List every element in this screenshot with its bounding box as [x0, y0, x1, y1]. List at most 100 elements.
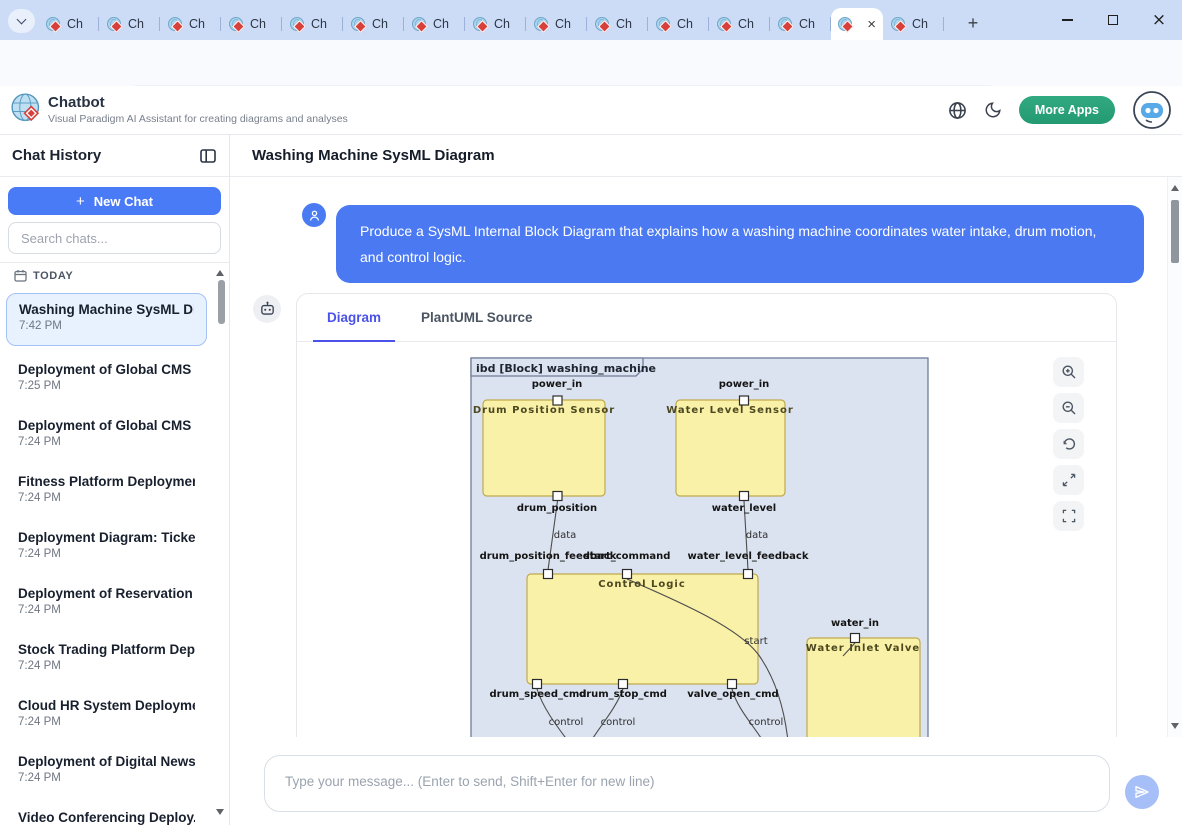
tab-strip: Ch Ch Ch Ch Ch Ch Ch Ch Ch Ch Ch Ch Ch ×…: [0, 0, 1182, 40]
browser-tab[interactable]: Ch: [160, 8, 221, 40]
browser-tab[interactable]: Ch: [709, 8, 770, 40]
visual-paradigm-favicon: [891, 17, 905, 31]
chat-history-item[interactable]: Deployment of Reservation S...7:24 PM: [6, 578, 207, 631]
app-title: Chatbot: [48, 94, 105, 111]
new-chat-button[interactable]: +New Chat: [8, 187, 221, 215]
chat-history-sidebar: Chat History +New Chat TODAY Washing Mac…: [0, 135, 230, 825]
browser-tab[interactable]: Ch: [526, 8, 587, 40]
scroll-up-arrow[interactable]: [1171, 185, 1179, 191]
fullscreen-button[interactable]: [1053, 501, 1084, 531]
visual-paradigm-favicon: [473, 17, 487, 31]
chat-list: Washing Machine SysML Dia...7:42 PM Depl…: [0, 290, 229, 825]
chat-scrollbar[interactable]: [1167, 177, 1182, 737]
close-tab-icon[interactable]: ×: [867, 17, 876, 32]
expand-button[interactable]: [1053, 465, 1084, 495]
sidebar-scroll-down-arrow[interactable]: [216, 809, 224, 815]
frame-title: ibd [Block] washing_machine: [476, 362, 656, 375]
collapse-sidebar-icon[interactable]: [199, 147, 217, 165]
visual-paradigm-favicon: [46, 17, 60, 31]
connector-label: start: [744, 636, 767, 647]
fullscreen-icon: [1061, 508, 1077, 524]
port: [623, 570, 632, 579]
tab-title: Ch: [250, 17, 274, 31]
search-chats-input[interactable]: [8, 222, 221, 254]
port-label: drum_speed_cmd: [490, 689, 587, 700]
chat-history-item[interactable]: Deployment of Global CMS7:25 PM: [6, 354, 207, 407]
tab-plantuml-source[interactable]: PlantUML Source: [405, 294, 549, 341]
chat-history-item[interactable]: Deployment of Global CMS7:24 PM: [6, 410, 207, 463]
browser-tab-active[interactable]: ×: [831, 8, 883, 40]
tab-title: Ch: [912, 17, 936, 31]
port: [740, 492, 749, 501]
diagram-card: Diagram PlantUML Source ibd [Block] wash…: [296, 293, 1117, 737]
conversation-title: Washing Machine SysML Diagram: [252, 147, 495, 164]
browser-tab[interactable]: Ch: [648, 8, 709, 40]
visual-paradigm-favicon: [656, 17, 670, 31]
main-panel: Washing Machine SysML Diagram Produce a …: [230, 135, 1182, 825]
visual-paradigm-favicon: [168, 17, 182, 31]
visual-paradigm-favicon: [534, 17, 548, 31]
port-label: water_level_feedback: [688, 551, 809, 562]
port: [619, 680, 628, 689]
message-input-bar: [230, 737, 1182, 825]
chat-history-item[interactable]: Cloud HR System Deployment7:24 PM: [6, 690, 207, 743]
diagram-card-tabs: Diagram PlantUML Source: [297, 294, 1116, 342]
browser-tab[interactable]: Ch: [465, 8, 526, 40]
more-apps-button[interactable]: More Apps: [1019, 96, 1115, 124]
block-title: Drum Position Sensor: [473, 405, 615, 416]
app-header: Chatbot Visual Paradigm AI Assistant for…: [0, 86, 1182, 135]
tab-title: Ch: [128, 17, 152, 31]
port-label: valve_open_cmd: [687, 689, 778, 700]
send-button[interactable]: [1125, 775, 1159, 809]
port-label: power_in: [532, 379, 583, 390]
port: [851, 634, 860, 643]
minimize-button[interactable]: [1044, 0, 1090, 40]
browser-tab[interactable]: Ch: [770, 8, 831, 40]
tab-diagram[interactable]: Diagram: [311, 294, 397, 341]
block-title: Water Inlet Valve: [806, 643, 920, 654]
maximize-button[interactable]: [1090, 0, 1136, 40]
tab-title: Ch: [372, 17, 396, 31]
visual-paradigm-logo: [10, 92, 44, 126]
dark-mode-moon-icon[interactable]: [984, 101, 1002, 119]
chatbot-logo-icon[interactable]: [1132, 90, 1172, 130]
browser-tab[interactable]: Ch: [38, 8, 99, 40]
tab-title: Ch: [67, 17, 91, 31]
chat-history-item[interactable]: Deployment Diagram: Ticket...7:24 PM: [6, 522, 207, 575]
close-window-button[interactable]: ×: [1136, 0, 1182, 40]
chat-history-item[interactable]: Fitness Platform Deployment7:24 PM: [6, 466, 207, 519]
browser-tab[interactable]: Ch: [404, 8, 465, 40]
browser-tab[interactable]: Ch: [343, 8, 404, 40]
reset-view-button[interactable]: [1053, 429, 1084, 459]
chat-history-item[interactable]: Stock Trading Platform Depl...7:24 PM: [6, 634, 207, 687]
expand-icon: [1061, 472, 1077, 488]
port: [553, 492, 562, 501]
language-globe-icon[interactable]: [948, 101, 967, 120]
sidebar-scrollbar-thumb[interactable]: [218, 280, 225, 324]
new-chat-label: New Chat: [94, 194, 153, 209]
connector-label: control: [549, 717, 584, 728]
port: [728, 680, 737, 689]
tab-search-button[interactable]: [8, 9, 35, 33]
browser-tab[interactable]: Ch: [221, 8, 282, 40]
zoom-in-button[interactable]: [1053, 357, 1084, 387]
browser-tab[interactable]: Ch: [99, 8, 160, 40]
diagram-controls: [1053, 357, 1084, 531]
sidebar-scroll-up-arrow[interactable]: [216, 270, 224, 276]
browser-tab[interactable]: Ch: [883, 8, 944, 40]
visual-paradigm-favicon: [717, 17, 731, 31]
port-label: drum_position: [517, 503, 597, 514]
new-tab-button[interactable]: +: [960, 10, 986, 36]
chat-history-item[interactable]: Video Conferencing Deploy...: [6, 802, 207, 825]
visual-paradigm-favicon: [107, 17, 121, 31]
chat-history-item[interactable]: Deployment of Digital News ...7:24 PM: [6, 746, 207, 799]
message-input[interactable]: [264, 755, 1110, 812]
scroll-down-arrow[interactable]: [1171, 723, 1179, 729]
visual-paradigm-favicon: [778, 17, 792, 31]
browser-tab[interactable]: Ch: [282, 8, 343, 40]
browser-tab[interactable]: Ch: [587, 8, 648, 40]
chat-history-item[interactable]: Washing Machine SysML Dia...7:42 PM: [6, 293, 207, 346]
scrollbar-thumb[interactable]: [1171, 200, 1179, 263]
zoom-out-button[interactable]: [1053, 393, 1084, 423]
person-icon: [307, 208, 322, 223]
